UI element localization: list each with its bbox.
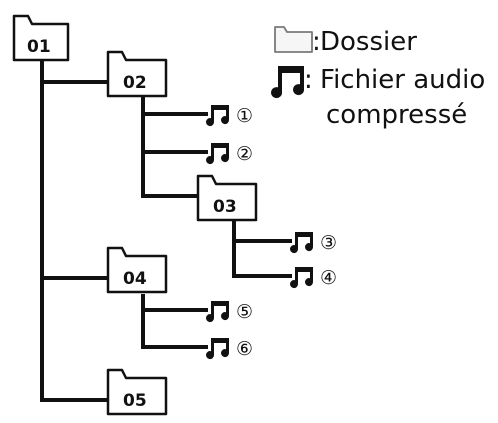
file-number-5: ⑤	[236, 301, 253, 323]
connector-trunk-03	[232, 218, 292, 278]
legend-audio-entry: : Fichier audio compressé	[271, 65, 485, 130]
legend-folder-separator: :	[312, 27, 321, 57]
folder-icon	[12, 14, 70, 62]
folder-label-01: 01	[27, 37, 51, 57]
file-number-2: ②	[236, 143, 253, 165]
folder-label-03: 03	[213, 197, 237, 217]
folder-icon	[106, 50, 168, 98]
file-number-1: ①	[236, 105, 253, 127]
music-note-icon	[206, 338, 230, 360]
file-number-4: ④	[320, 267, 337, 289]
music-note-icon	[271, 66, 305, 99]
folder-icon	[106, 246, 168, 294]
legend-audio-label-line2: compressé	[326, 100, 467, 130]
music-note-icon	[206, 105, 230, 127]
music-note-icon	[206, 301, 230, 323]
folder-02: 02	[106, 50, 168, 98]
folder-05: 05	[106, 368, 168, 416]
legend-audio-label-line1: Fichier audio	[320, 65, 485, 95]
audio-file-2: ②	[206, 143, 253, 165]
folder-icon	[106, 368, 168, 416]
music-note-icon	[290, 267, 314, 289]
folder-03: 03	[196, 174, 258, 222]
folder-01: 01	[12, 14, 70, 62]
audio-file-6: ⑥	[206, 338, 253, 360]
audio-file-3: ③	[290, 232, 337, 254]
connector-trunk-02	[141, 96, 198, 198]
music-note-icon	[206, 143, 230, 165]
music-note-icon	[290, 232, 314, 254]
folder-label-04: 04	[123, 269, 147, 289]
audio-file-4: ④	[290, 267, 337, 289]
file-number-3: ③	[320, 232, 337, 254]
legend-folder-label: Dossier	[320, 27, 417, 57]
tree-connectors	[40, 56, 292, 402]
folder-04: 04	[106, 246, 168, 294]
folder-label-02: 02	[123, 73, 147, 93]
audio-file-5: ⑤	[206, 301, 253, 323]
folder-icon	[196, 174, 258, 222]
file-number-6: ⑥	[236, 338, 253, 360]
connector-trunk-01	[40, 56, 108, 402]
legend-folder-entry: : Dossier	[274, 26, 417, 57]
folder-icon	[274, 26, 313, 53]
connector-trunk-04	[141, 294, 208, 349]
audio-file-1: ①	[206, 105, 253, 127]
folder-label-05: 05	[123, 391, 147, 411]
legend: : Dossier : Fichier audio compressé	[271, 26, 485, 130]
legend-audio-separator: :	[304, 65, 313, 95]
